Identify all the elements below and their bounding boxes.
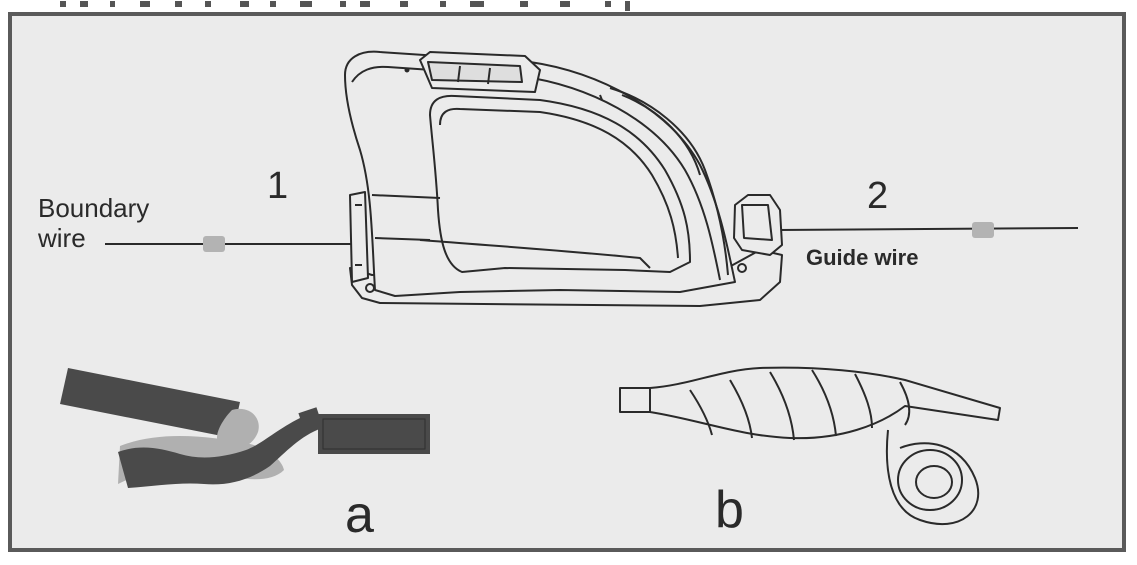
- join-method-a-label: a: [345, 486, 374, 544]
- boundary-wire-label: Boundary wire: [38, 193, 149, 253]
- cropped-caption-text: [0, 0, 1137, 12]
- boundary-wire-connector: [203, 236, 225, 252]
- boundary-wire-label-line-1: Boundary: [38, 193, 150, 223]
- join-method-b-label: b: [715, 481, 744, 539]
- step-2-label: 2: [867, 175, 889, 217]
- boundary-wire: [105, 236, 355, 252]
- boundary-wire-label-line-2: wire: [38, 223, 86, 253]
- taped-wire-join: [619, 366, 1001, 526]
- guide-wire: [777, 222, 1079, 238]
- tape-wrapped-wire-end: [318, 414, 430, 454]
- charging-station: [344, 50, 783, 307]
- guide-wire-connector: [972, 222, 994, 238]
- cropped-caption-glyphs: [60, 1, 630, 11]
- step-1-label: 1: [267, 165, 289, 207]
- guide-wire-label: Guide wire: [806, 245, 919, 270]
- twisted-wire-join: [60, 368, 430, 488]
